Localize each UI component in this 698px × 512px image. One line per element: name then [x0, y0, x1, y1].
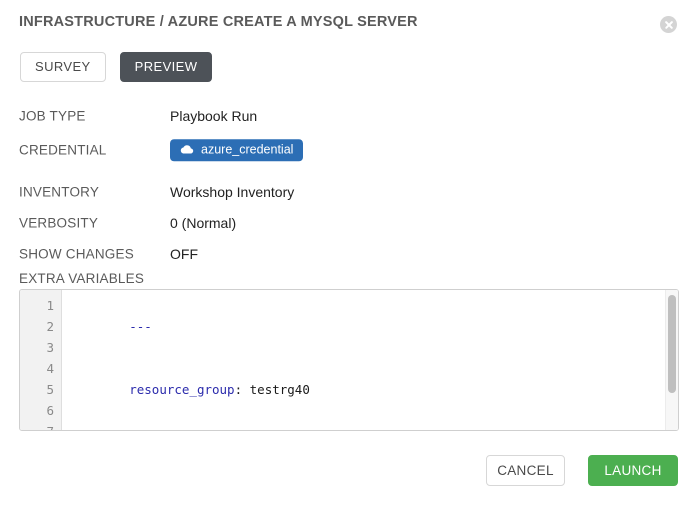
- editor-scrollbar-thumb[interactable]: [668, 295, 676, 393]
- editor-code-area[interactable]: --- resource_group: testrg40 location: e…: [62, 290, 678, 430]
- dialog-header: INFRASTRUCTURE / AZURE CREATE A MYSQL SE…: [0, 0, 698, 44]
- mode-toggle-group: SURVEY PREVIEW: [20, 52, 213, 82]
- code-line: ---: [69, 295, 678, 358]
- code-line: location: eastus: [69, 421, 678, 430]
- code-line-value: testrg40: [249, 382, 310, 397]
- line-number: 2: [46, 319, 54, 334]
- extra-variables-label: EXTRA VARIABLES: [19, 271, 145, 286]
- editor-gutter: 1 2 3 4 5 6 7: [20, 290, 62, 430]
- detail-label-job-type: JOB TYPE: [19, 108, 86, 123]
- credential-badge[interactable]: azure_credential: [170, 139, 304, 161]
- detail-row-verbosity: VERBOSITY 0 (Normal): [0, 207, 698, 238]
- extra-variables-editor[interactable]: 1 2 3 4 5 6 7 --- resource_group: testrg…: [19, 289, 679, 431]
- launch-button[interactable]: LAUNCH: [588, 455, 678, 486]
- detail-label-inventory: INVENTORY: [19, 184, 100, 199]
- tab-preview[interactable]: PREVIEW: [119, 52, 213, 82]
- code-line: resource_group: testrg40: [69, 358, 678, 421]
- editor-scrollbar[interactable]: [665, 290, 678, 430]
- cancel-button[interactable]: CANCEL: [486, 455, 565, 486]
- tab-survey[interactable]: SURVEY: [20, 52, 106, 82]
- line-number: 3: [46, 340, 54, 355]
- close-icon[interactable]: [660, 16, 677, 33]
- detail-value-job-type: Playbook Run: [170, 107, 258, 124]
- line-number: 4: [46, 361, 54, 376]
- cloud-icon: [179, 144, 194, 155]
- detail-row-inventory: INVENTORY Workshop Inventory: [0, 176, 698, 207]
- detail-value-verbosity: 0 (Normal): [170, 214, 237, 231]
- detail-value-inventory: Workshop Inventory: [170, 183, 295, 200]
- detail-label-verbosity: VERBOSITY: [19, 215, 99, 230]
- detail-value-show-changes: OFF: [170, 245, 198, 262]
- credential-badge-wrap: azure_credential: [170, 139, 304, 161]
- line-number: 6: [46, 403, 54, 418]
- credential-badge-label: azure_credential: [201, 142, 294, 157]
- page-title: INFRASTRUCTURE / AZURE CREATE A MYSQL SE…: [19, 14, 418, 30]
- detail-row-credential: CREDENTIAL azure_credential: [0, 131, 698, 169]
- detail-row-show-changes: SHOW CHANGES OFF: [0, 238, 698, 269]
- line-number: 7: [20, 421, 61, 430]
- line-number: 1: [46, 298, 54, 313]
- detail-label-credential: CREDENTIAL: [19, 142, 107, 158]
- line-number: 5: [46, 382, 54, 397]
- code-line-key: ---: [129, 319, 152, 334]
- detail-label-show-changes: SHOW CHANGES: [19, 246, 134, 261]
- detail-row-job-type: JOB TYPE Playbook Run: [0, 100, 698, 131]
- job-details-list: JOB TYPE Playbook Run CREDENTIAL azure_c…: [0, 100, 698, 269]
- code-line-sep: :: [234, 382, 250, 397]
- code-line-key: resource_group: [129, 382, 235, 397]
- dialog-footer: CANCEL LAUNCH: [0, 452, 698, 512]
